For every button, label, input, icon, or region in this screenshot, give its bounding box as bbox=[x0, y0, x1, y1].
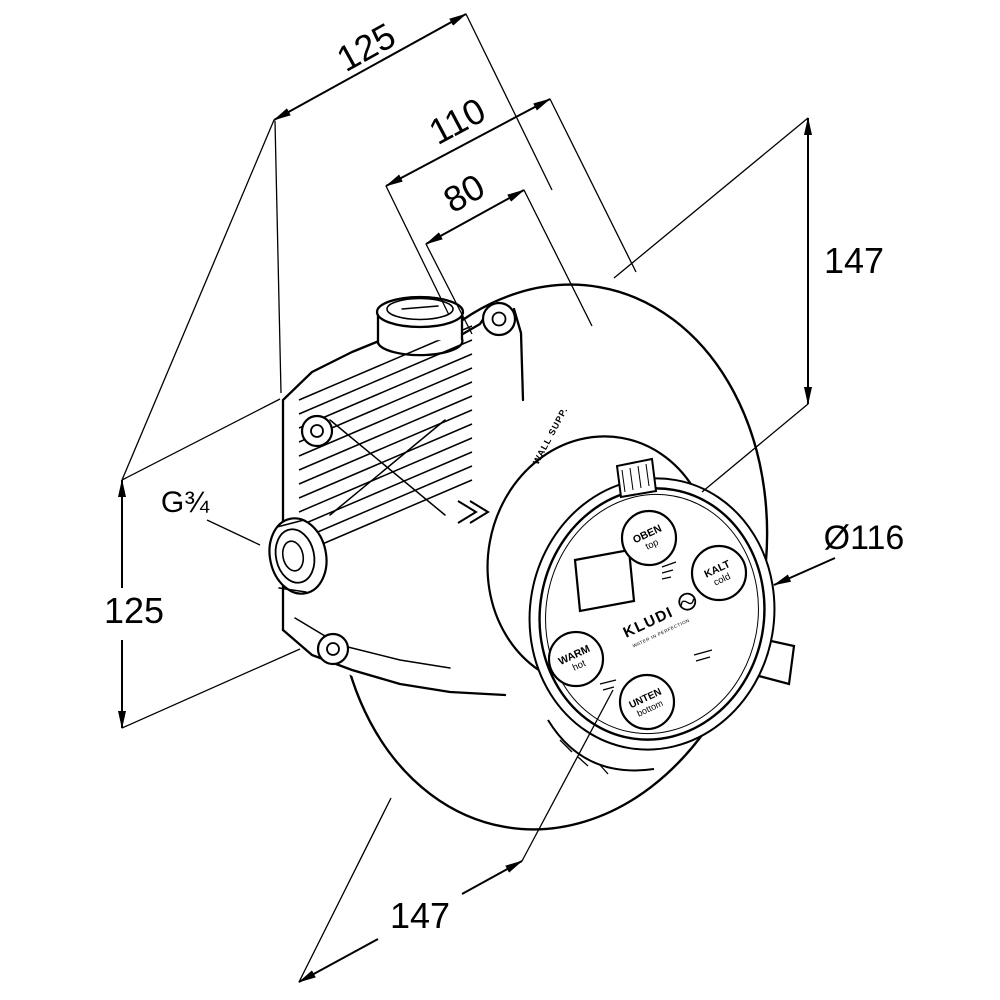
dimension-faceplate-diameter: Ø116 bbox=[773, 519, 905, 586]
inlet-port-g34 bbox=[268, 517, 328, 595]
port-marking-right: KALT cold bbox=[690, 544, 748, 602]
port-label-top: top bbox=[644, 537, 661, 553]
screw-hole-icon bbox=[326, 642, 340, 656]
port-marking-top: OBEN top bbox=[620, 509, 678, 567]
dim-text-height-147: 147 bbox=[824, 240, 884, 281]
function-unit: OBEN top KALT cold WARM hot UNTEN bottom bbox=[457, 405, 796, 775]
dimension-depth-125: 125 bbox=[273, 13, 467, 121]
screw-hole-icon bbox=[310, 424, 324, 438]
dim-text-body-height-125: 125 bbox=[104, 590, 164, 631]
insertion-arrow-icon bbox=[457, 500, 490, 524]
retaining-clip-top bbox=[615, 457, 658, 499]
marking-icon-right bbox=[693, 649, 713, 662]
body-bottom-inner-edge bbox=[294, 617, 451, 669]
dimension-body-height-125: 125 bbox=[104, 479, 164, 729]
kludi-logo-icon bbox=[678, 592, 697, 611]
dimension-width-147: 147 bbox=[298, 860, 523, 983]
dim-text-width-147: 147 bbox=[390, 895, 450, 936]
cartridge-window bbox=[573, 548, 636, 613]
mounting-ear-bottom bbox=[316, 632, 350, 666]
faceplate-inner-rim bbox=[545, 493, 759, 735]
port-marking-left: WARM hot bbox=[547, 630, 605, 688]
body-ribs bbox=[298, 325, 473, 555]
dimension-depth-80: 80 bbox=[425, 165, 525, 245]
dim-text-depth-110: 110 bbox=[422, 89, 492, 152]
dimension-height-147: 147 bbox=[804, 117, 884, 405]
body-silhouette bbox=[283, 298, 527, 696]
top-plug-cap bbox=[375, 295, 465, 357]
marking-icon-top bbox=[661, 561, 677, 580]
body-left-edge bbox=[281, 339, 381, 632]
body-bottom-edge bbox=[281, 628, 507, 697]
mounting-ear-top bbox=[481, 301, 517, 337]
dim-text-thread-g34: G¾ bbox=[161, 486, 210, 519]
screw-hole-icon bbox=[491, 311, 507, 327]
mounting-ear-left bbox=[300, 414, 334, 448]
valve-body bbox=[268, 295, 527, 697]
dim-text-diameter-116: Ø116 bbox=[824, 519, 905, 557]
dim-text-depth-125: 125 bbox=[330, 15, 402, 80]
dimension-thread-g34: G¾ bbox=[161, 486, 210, 519]
port-label-hot: hot bbox=[571, 658, 588, 674]
port-marking-bottom: UNTEN bottom bbox=[618, 673, 676, 731]
marking-icon-bottom bbox=[599, 679, 617, 691]
retaining-clip-bottom bbox=[547, 719, 655, 775]
body-cross-brace bbox=[329, 419, 446, 516]
body-right-edge bbox=[512, 307, 525, 402]
